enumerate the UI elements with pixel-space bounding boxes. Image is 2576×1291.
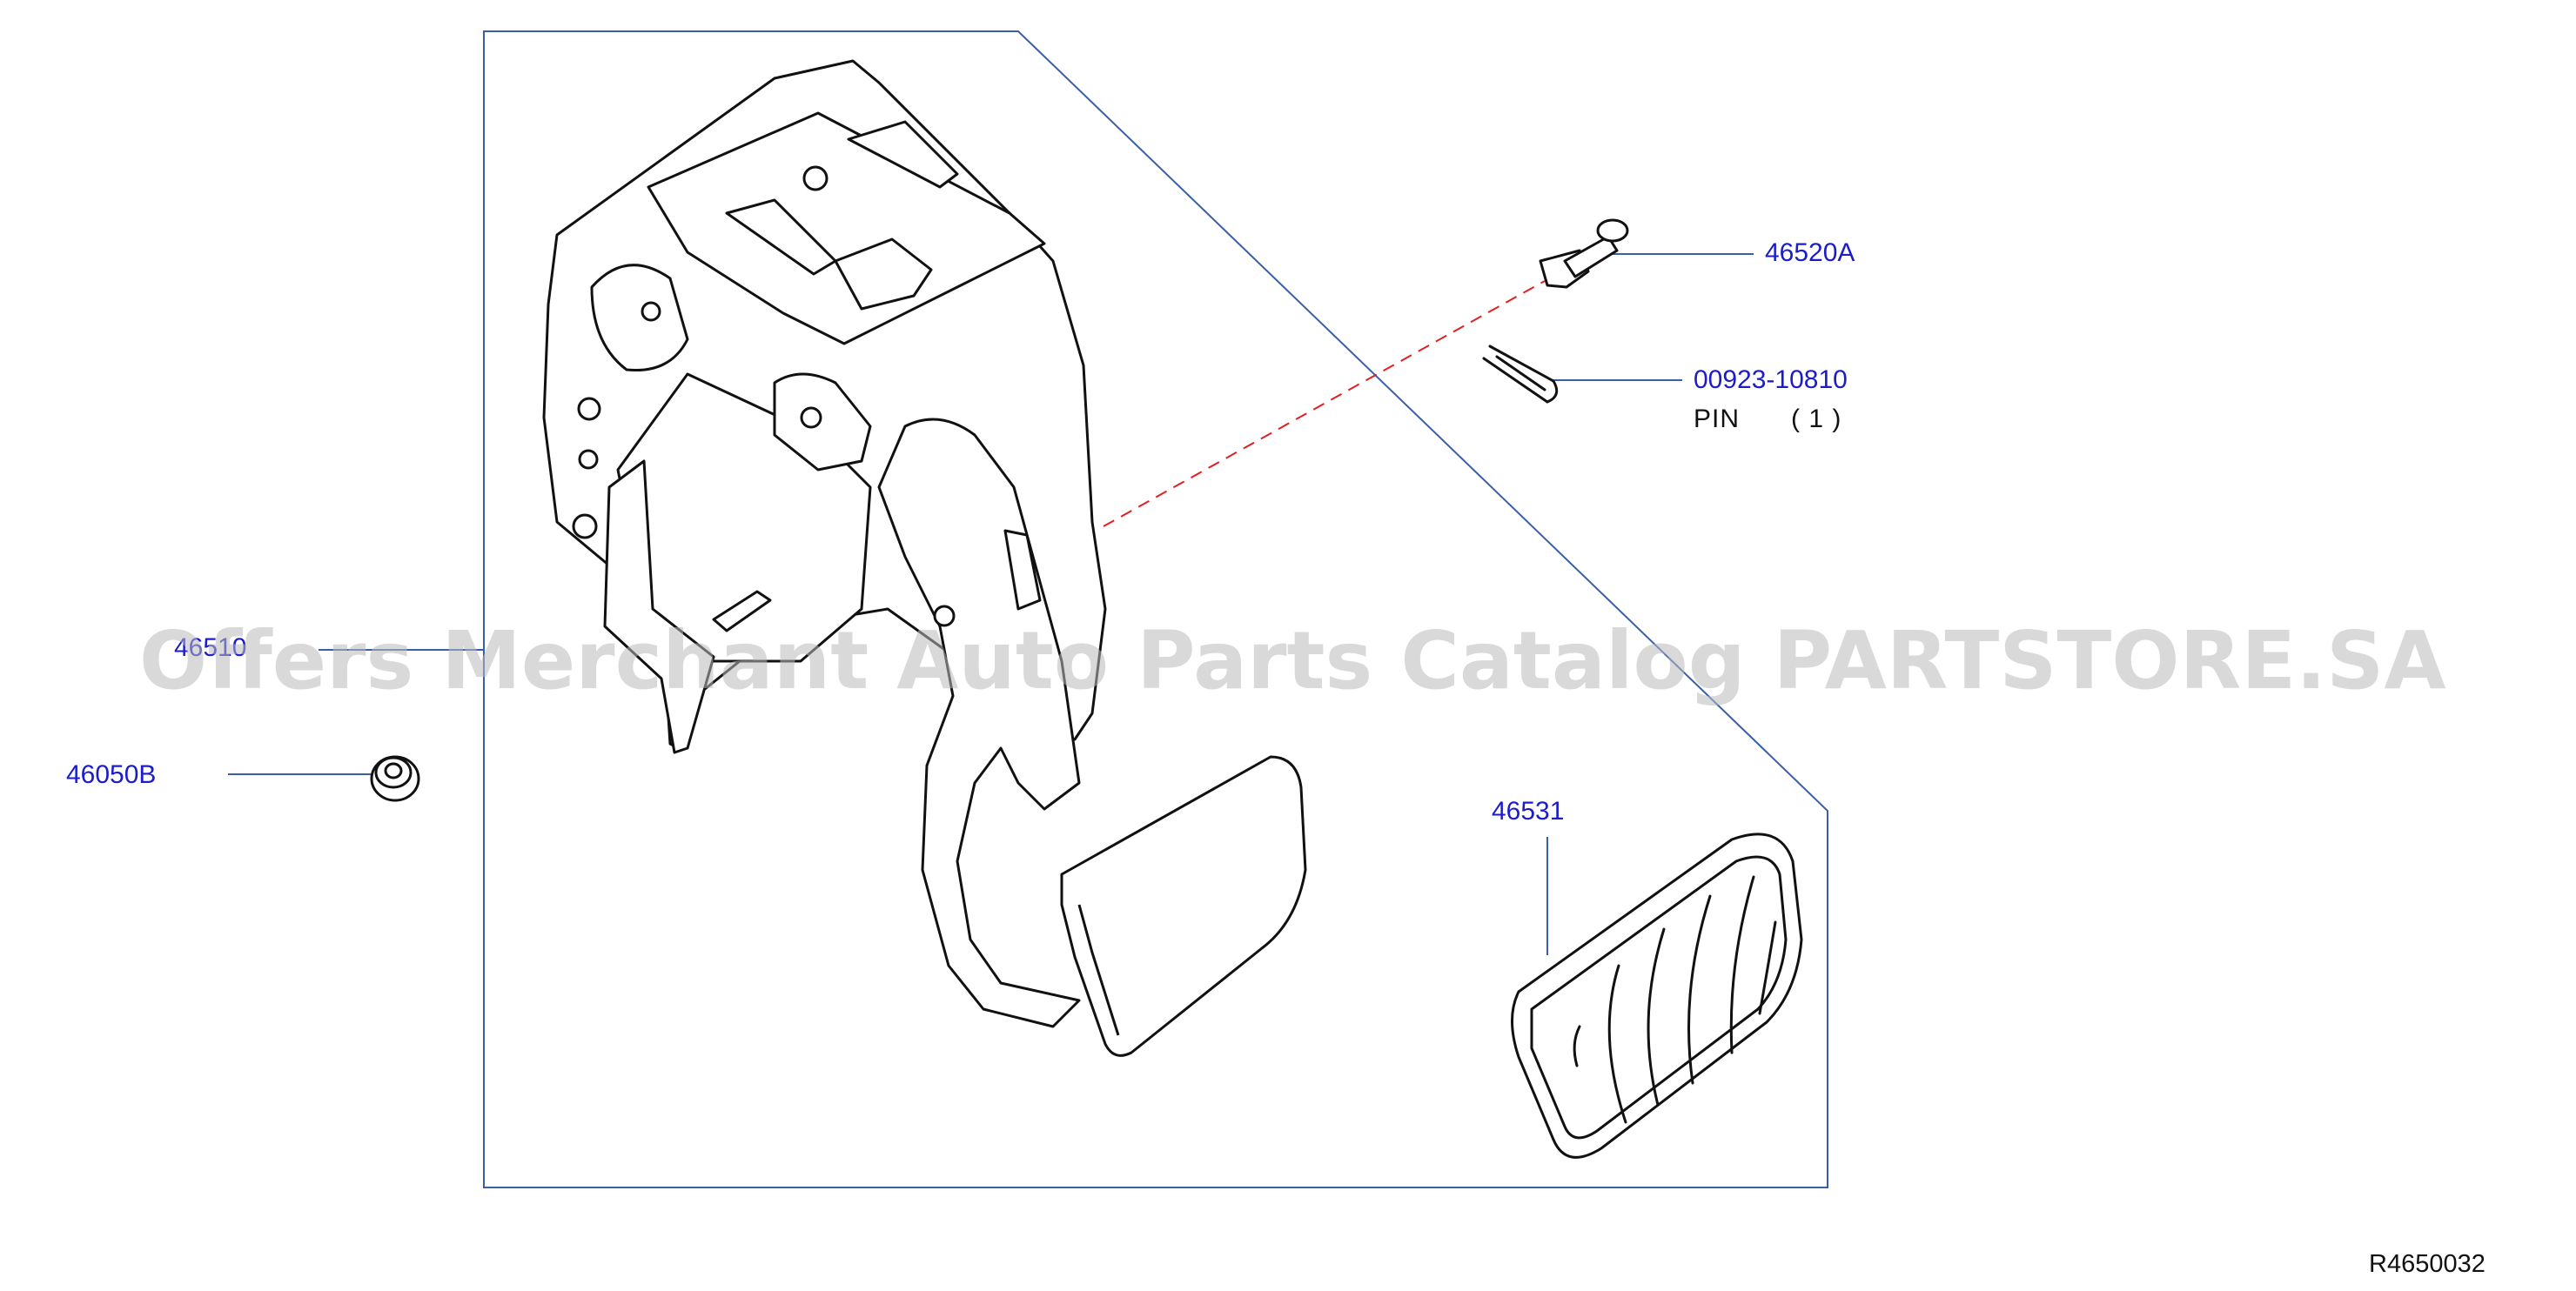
pedal-pad-part xyxy=(1511,833,1803,1159)
callout-46531: 46531 xyxy=(1492,797,1565,826)
clevis-bolt xyxy=(1539,218,1629,289)
assembly-boundary xyxy=(483,30,1828,1188)
pedal-bracket-assembly xyxy=(542,59,1307,1057)
flange-nut xyxy=(370,755,420,802)
callout-46520a: 46520A xyxy=(1765,238,1855,267)
callout-46510: 46510 xyxy=(174,633,247,662)
diagram-code: R4650032 xyxy=(2369,1250,2485,1278)
cotter-pin xyxy=(1482,344,1559,404)
callout-pin-qty: ( 1 ) xyxy=(1791,405,1842,433)
callout-00923-10810: 00923-10810 xyxy=(1694,365,1848,394)
callout-pin-note: PIN xyxy=(1694,405,1741,433)
dashed-connection-line xyxy=(1103,280,1546,527)
callout-46050b: 46050B xyxy=(66,760,157,789)
